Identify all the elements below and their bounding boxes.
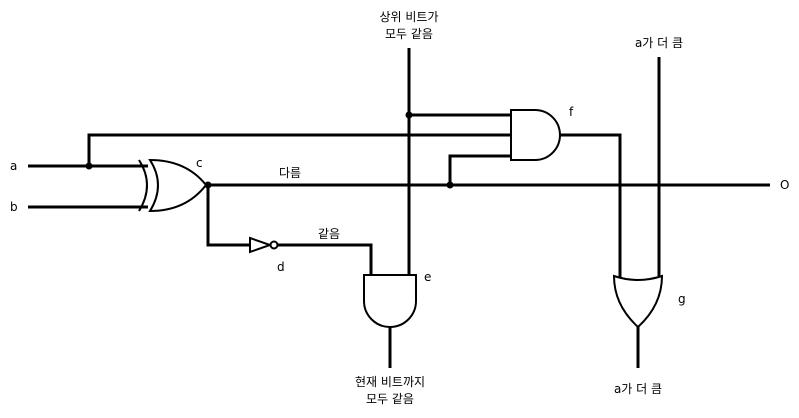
upper-bits-label: 상위 비트가 모두 같음	[369, 10, 449, 41]
node-g-label: g	[678, 292, 686, 306]
not-gate-bubble	[269, 240, 279, 250]
node-d-label: d	[277, 260, 285, 274]
a-greater-top-label: a가 더 큼	[634, 36, 684, 50]
a-greater-bottom-label: a가 더 큼	[613, 382, 663, 396]
node-e-label: e	[424, 270, 432, 284]
current-bits-label-line1: 현재 비트까지	[354, 375, 426, 389]
upper-bits-label-line1: 상위 비트가	[379, 10, 439, 24]
wire-same-to-and-e	[278, 243, 373, 275]
upper-bits-label-line2: 모두 같음	[385, 27, 433, 41]
wire-same-label: 같음	[318, 227, 341, 241]
wire-differ-label: 다름	[279, 166, 302, 180]
current-bits-label: 현재 비트까지 모두 같음	[340, 375, 440, 406]
junction-dot-c	[204, 181, 212, 189]
or-gate-g	[612, 274, 664, 329]
junction-dot-differ	[446, 181, 454, 189]
wire-a-to-and-f	[87, 133, 511, 166]
wire-differ-to-and-f	[448, 154, 511, 185]
not-gate-triangle	[249, 236, 274, 254]
wire-c-to-not	[206, 185, 250, 247]
not-gate-d	[249, 236, 279, 254]
and-gate-e	[363, 274, 417, 328]
junction-dot-upper	[405, 111, 413, 119]
xor-gate-back-curve	[138, 159, 148, 212]
and-gate-f	[510, 109, 561, 161]
node-f-label: f	[569, 105, 574, 119]
output-o-label: O	[780, 178, 790, 192]
current-bits-label-line2: 모두 같음	[366, 392, 414, 406]
input-b-label: b	[10, 200, 18, 214]
node-c-label: c	[196, 156, 203, 170]
xor-gate-c	[138, 158, 208, 213]
junction-dot-a	[85, 162, 93, 170]
input-a-label: a	[10, 159, 18, 173]
xor-gate-body	[148, 158, 208, 213]
wire-f-to-or-g	[560, 133, 622, 278]
